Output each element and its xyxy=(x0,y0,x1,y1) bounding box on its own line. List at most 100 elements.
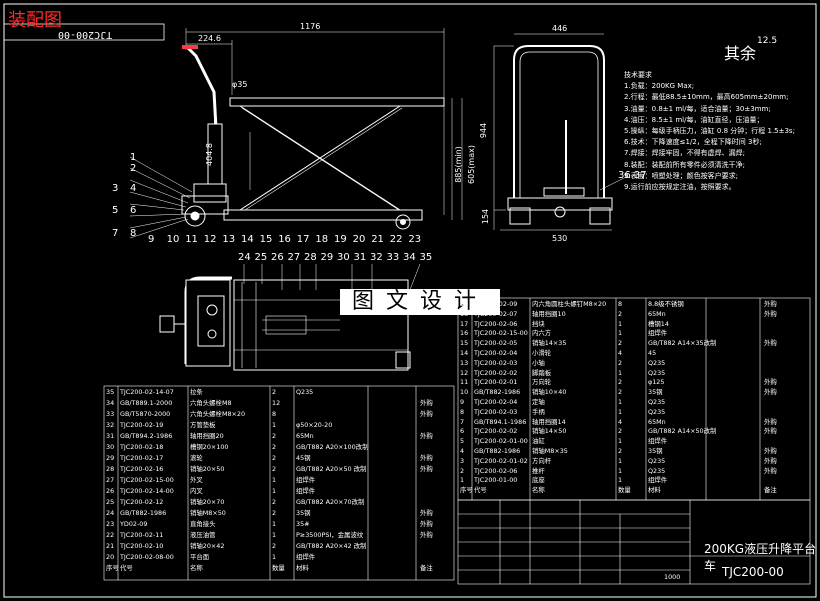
bom-cell-no: 3 xyxy=(460,456,465,465)
bom-cell-qty: 2 xyxy=(272,542,277,550)
bom-cell-note: 外购 xyxy=(764,339,777,348)
bom-cell-qty: 2 xyxy=(618,339,623,348)
bom-cell-mat: 组焊件 xyxy=(648,476,668,485)
bom-cell-no: 7 xyxy=(460,417,465,426)
dim-diameter: φ35 xyxy=(232,80,248,89)
bom-header-cell: 备注 xyxy=(764,486,777,495)
bom-cell-code: YD02-09 xyxy=(120,520,148,528)
bom-cell-qty: 2 xyxy=(272,498,277,506)
bom-cell-name: 销轴20×50 xyxy=(190,465,225,473)
bom-cell-qty: 2 xyxy=(272,432,277,440)
bom-cell-note: 外购 xyxy=(420,465,433,473)
note-line: 9.运行前应按规定注油，按照要求。 xyxy=(624,183,736,192)
bom-cell-mat: P≥3500PSI，金属波纹 xyxy=(296,531,364,539)
dim-width-top: 446 xyxy=(552,24,568,33)
bom-header-cell: 代号 xyxy=(474,486,487,495)
bom-cell-code: GB/T5870-2000 xyxy=(120,410,171,418)
bom-cell-code: TJC200-02-12 xyxy=(120,498,164,506)
bom-cell-code: GB/T882-1986 xyxy=(120,509,167,517)
bom-cell-note: 外购 xyxy=(420,432,433,440)
bom-cell-no: 27 xyxy=(106,476,115,484)
bom-cell-qty: 2 xyxy=(272,465,277,473)
bom-cell-code: TJC200-02-01 xyxy=(474,378,518,387)
bom-cell-name: 滚轮 xyxy=(190,454,203,462)
bom-cell-qty: 1 xyxy=(618,437,623,446)
bom-cell-note: 外购 xyxy=(764,456,777,465)
bom-cell-no: 18 xyxy=(460,309,469,318)
bom-cell-mat: 35钢 xyxy=(648,447,663,455)
bom-cell-no: 34 xyxy=(106,399,115,407)
bom-header-cell: 名称 xyxy=(190,564,203,572)
balloon-35: 35 xyxy=(419,252,433,263)
bom-cell-code: TJC200-02-02 xyxy=(474,368,518,377)
note-line: 1.负载：200KG Max; xyxy=(624,82,695,91)
sheet-number: 1000 xyxy=(664,573,681,581)
front-view xyxy=(493,33,629,231)
bom-cell-no: 13 xyxy=(460,358,469,367)
bom-cell-no: 23 xyxy=(106,520,115,528)
bom-cell-name: 脚踏板 xyxy=(532,368,552,377)
bom-cell-code: TJC200-01-00 xyxy=(474,476,518,485)
bom-cell-code: TJC200-02-09 xyxy=(474,300,518,308)
bom-cell-no: 31 xyxy=(106,432,115,440)
bom-cell-mat: 8.8级不锈钢 xyxy=(648,300,684,308)
bom-cell-mat: 组焊件 xyxy=(296,476,316,484)
bom-header-cell: 代号 xyxy=(120,564,133,572)
bom-cell-code: TJC200-02-04 xyxy=(474,349,518,357)
balloon-16: 16 xyxy=(278,234,291,245)
bom-right-grid xyxy=(457,297,811,501)
bom-cell-qty: 4 xyxy=(618,417,623,426)
watermark: 图文设计 xyxy=(340,289,500,315)
bom-cell-no: 30 xyxy=(106,443,115,451)
balloon-3: 3 xyxy=(112,183,119,194)
dim-width-bottom: 530 xyxy=(552,234,568,243)
bom-cell-name: 轴用挡圈10 xyxy=(532,309,566,318)
bom-cell-name: 定轴 xyxy=(532,398,545,406)
balloon-23: 23 xyxy=(408,234,422,245)
bom-cell-qty: 1 xyxy=(272,476,277,484)
balloon-36-37: 36 37 xyxy=(618,170,647,181)
bom-cell-mat: Q235 xyxy=(648,407,666,416)
balloon-25: 25 xyxy=(254,252,268,263)
balloon-11: 11 xyxy=(185,234,198,245)
bom-cell-qty: 1 xyxy=(272,487,277,495)
bom-cell-mat: φ50×20-20 xyxy=(296,421,333,429)
balloon-29: 29 xyxy=(320,252,334,263)
bom-cell-mat: GB/T882 A14×50改制 xyxy=(648,427,717,436)
bom-cell-qty: 1 xyxy=(618,407,623,416)
note-line: 2.行程：最低88.5±10mm，最高605mm±20mm; xyxy=(624,93,789,102)
bom-cell-name: 油缸 xyxy=(532,437,545,446)
bom-cell-no: 12 xyxy=(460,368,469,377)
title-block-grid xyxy=(457,499,811,585)
bom-cell-name: 手柄 xyxy=(532,407,545,416)
bom-cell-qty: 2 xyxy=(618,378,623,387)
note-line: 4.油压：8.5±1 ml/每，油缸直径，压油量； xyxy=(624,115,764,124)
balloon-22: 22 xyxy=(389,234,403,245)
bom-cell-mat: GB/T882 A14×35改制 xyxy=(648,339,717,348)
bom-cell-code: TJC200-02-03 xyxy=(474,407,518,416)
bom-cell-mat: Q235 xyxy=(648,456,666,465)
bom-cell-no: 6 xyxy=(460,427,465,436)
bom-cell-name: 内叉 xyxy=(190,487,203,495)
bom-cell-note: 外购 xyxy=(420,410,433,418)
roughness-label: 其余 xyxy=(724,44,757,63)
code-box xyxy=(3,23,165,41)
bom-cell-code: TJC200-02-14-00 xyxy=(120,487,174,495)
bom-cell-name: 拉条 xyxy=(190,388,203,396)
balloon-8: 8 xyxy=(130,228,137,239)
bom-cell-code: TJC200-02-15-00 xyxy=(120,476,174,484)
bom-cell-no: 4 xyxy=(460,447,465,455)
bom-cell-code: TJC200-02-08-00 xyxy=(120,553,174,561)
bom-cell-qty: 1 xyxy=(272,553,277,561)
bom-left-grid xyxy=(103,385,455,581)
drawing-code-tag: TJC200-00 xyxy=(58,29,113,40)
bom-cell-name: 内六方 xyxy=(532,329,552,338)
bom-cell-qty: 1 xyxy=(618,466,623,475)
roughness-value: 12.5 xyxy=(757,36,778,46)
bom-cell-mat: Q235 xyxy=(648,358,666,367)
balloon-9: 9 xyxy=(148,234,155,245)
dim-154: 154 xyxy=(481,208,491,225)
bom-cell-no: 33 xyxy=(106,410,115,418)
balloon-6: 6 xyxy=(130,205,137,216)
